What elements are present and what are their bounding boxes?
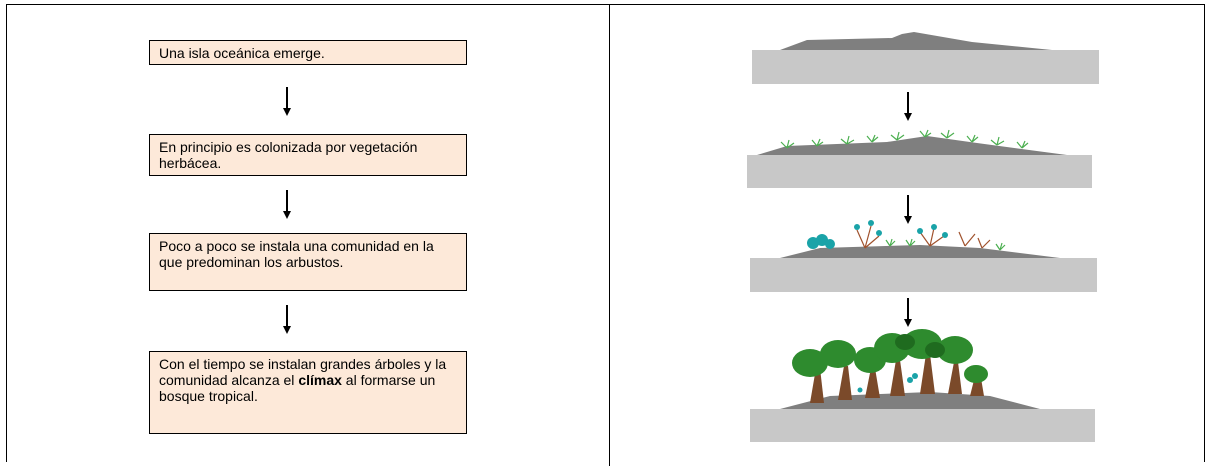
forest-shrubs xyxy=(857,373,918,393)
grass-tufts xyxy=(780,129,1029,149)
step-2-box: En principio es colonizada por vegetació… xyxy=(149,134,467,176)
step-4-text-after: al formarse un bosque tropical. xyxy=(159,372,436,404)
step-3-box: Poco a poco se instala una comunidad en … xyxy=(149,233,467,291)
scene-arrow-3 xyxy=(903,298,913,328)
scene-arrow-1 xyxy=(903,92,913,122)
shrub-branches xyxy=(856,225,991,249)
step-3-arrow xyxy=(282,305,292,335)
step-2-text: En principio es colonizada por vegetació… xyxy=(159,139,418,171)
step-4-text-bold: clímax xyxy=(298,372,342,388)
scene-shrubs xyxy=(750,215,1100,295)
column-divider xyxy=(609,4,610,466)
scene-grass xyxy=(747,128,1097,190)
step-3-text: Poco a poco se instala una comunidad en … xyxy=(159,238,434,270)
step-1-box: Una isla oceánica emerge. xyxy=(149,40,467,65)
island-shape xyxy=(757,136,1067,155)
sea-band xyxy=(750,258,1097,292)
sea-band xyxy=(752,50,1099,84)
sea-band xyxy=(747,155,1092,188)
step-4-box: Con el tiempo se instalan grandes árbole… xyxy=(149,351,467,434)
scene-arrow-2 xyxy=(903,195,913,225)
step-1-text: Una isla oceánica emerge. xyxy=(159,45,325,61)
diagram-frame xyxy=(6,4,1205,462)
scene-forest xyxy=(750,328,1100,444)
scene-bare-island xyxy=(752,30,1102,85)
step-4-text-before: Con el tiempo se instalan grandes árbole… xyxy=(159,356,447,388)
shrub-leaves xyxy=(807,220,948,249)
step-2-arrow xyxy=(282,190,292,220)
island-shape xyxy=(780,245,1060,258)
sea-band xyxy=(750,409,1095,442)
tree-canopies-dark xyxy=(895,334,945,358)
step-1-arrow xyxy=(282,87,292,117)
grass-tufts xyxy=(885,238,1006,251)
island-shape xyxy=(780,32,1052,50)
